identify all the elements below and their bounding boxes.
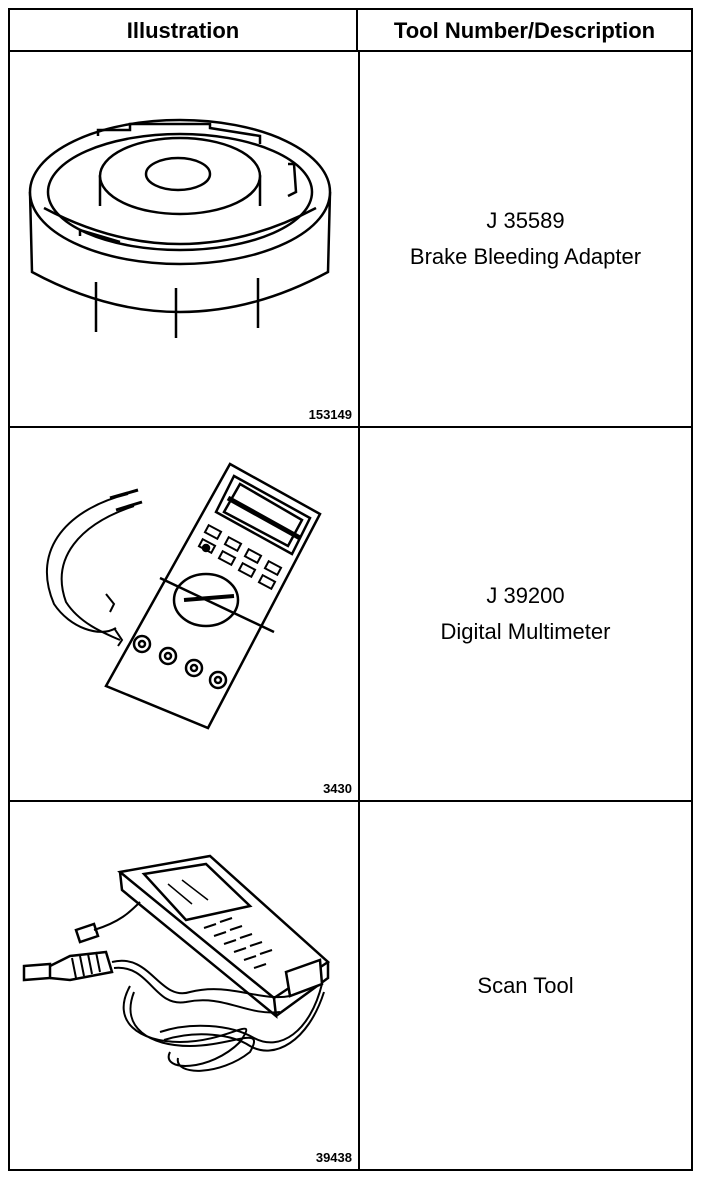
scan-tool-icon [22, 854, 331, 1072]
table-row-illustration: 39438 [10, 802, 358, 1169]
tool-description: Scan Tool [477, 972, 574, 998]
tool-description: Digital Multimeter [440, 619, 611, 644]
figure-number: 153149 [308, 407, 352, 422]
brake-bleeding-adapter-icon [28, 118, 332, 338]
tool-table: Illustration Tool Number/Description 153… [8, 8, 693, 1171]
header-illustration: Illustration [10, 10, 358, 52]
tool-description: Brake Bleeding Adapter [409, 244, 642, 269]
table-row-illustration: 153149 [10, 52, 358, 426]
header-tool-description: Tool Number/Description [393, 18, 656, 43]
figure-number: 3430 [323, 781, 352, 796]
table-divider [10, 50, 691, 52]
figure-number: 39438 [315, 1150, 352, 1165]
column-divider [358, 52, 360, 1169]
table-row-description: J 39200 Digital Multimeter [360, 428, 691, 800]
table-divider [10, 800, 691, 802]
table-divider [10, 426, 691, 428]
table-row-illustration: 3430 [10, 428, 358, 800]
digital-multimeter-icon [45, 462, 322, 730]
table-row-description: J 35589 Brake Bleeding Adapter [360, 52, 691, 426]
tool-number: J 39200 [486, 583, 565, 608]
tool-number: J 35589 [486, 208, 565, 233]
table-row-description: Scan Tool [360, 802, 691, 1169]
